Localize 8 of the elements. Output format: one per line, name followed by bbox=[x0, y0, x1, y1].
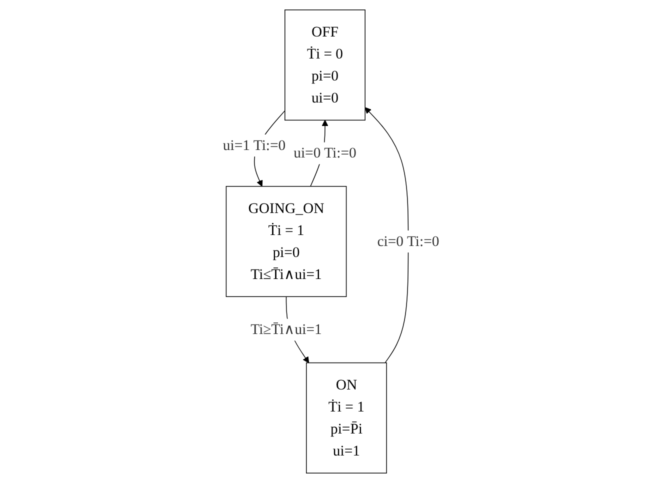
node-box: ON Ṫi = 1 pi=P̄i ui=1 bbox=[306, 362, 388, 474]
arrow bbox=[365, 107, 410, 364]
edge-label: ci=0 Ti:=0 bbox=[378, 233, 440, 250]
edge-label: ui=0 Ti:=0 bbox=[294, 145, 357, 162]
edge-label: Ti≥T̄i∧ui=1 bbox=[251, 322, 322, 338]
node-box: GOING_ON Ṫi = 1 pi=0 Ti≤T̄i∧ui=1 bbox=[226, 186, 348, 297]
node-box: OFF Ṫi = 0 pi=0 ui=0 bbox=[284, 10, 366, 121]
edge-label: ui=1 Ti:=0 bbox=[223, 137, 286, 154]
